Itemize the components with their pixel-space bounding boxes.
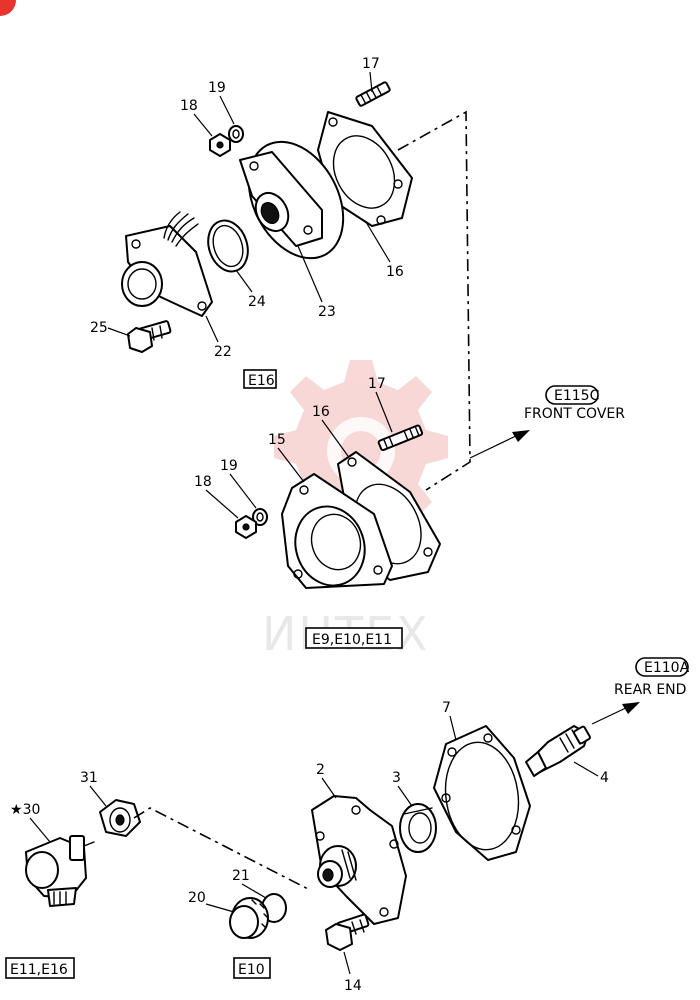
- o-ring-24: [207, 219, 249, 273]
- callout-30: ★30: [10, 802, 40, 818]
- upper-callouts: 17 19 18 16 24 23 25 22: [90, 56, 404, 360]
- callout-15: 15: [268, 432, 286, 448]
- callout-20: 20: [188, 890, 206, 906]
- ref-rear-end: E110A REAR END: [614, 657, 690, 698]
- group-label-e9-e10-e11: E9,E10,E11: [305, 627, 403, 649]
- callout-19-middle: 19: [220, 458, 238, 474]
- housing-2: [311, 795, 407, 925]
- star-icon: ★: [10, 802, 23, 818]
- group-label-e11-e16: E11,E16: [5, 957, 75, 979]
- group-label-e16: E16: [243, 369, 277, 389]
- centerline-lower: [133, 807, 311, 891]
- nut-31: [99, 799, 141, 837]
- callout-23: 23: [318, 304, 336, 320]
- callout-31: 31: [80, 770, 98, 786]
- lower-callouts: 7 2 3 4 31 ★30 21 20 14: [10, 700, 609, 994]
- callout-2: 2: [316, 762, 325, 778]
- callout-16-middle: 16: [312, 404, 330, 420]
- callout-17-upper: 17: [362, 56, 380, 72]
- callout-4: 4: [600, 770, 609, 786]
- centerline-upper: [397, 110, 471, 491]
- corner-badge: [0, 0, 16, 16]
- callout-19-upper: 19: [208, 80, 226, 96]
- callout-16-upper: 16: [386, 264, 404, 280]
- middle-callouts: 17 16 15 19 18: [194, 376, 393, 519]
- callout-17-middle: 17: [368, 376, 386, 392]
- fitting-30: [25, 835, 95, 907]
- callout-21: 21: [232, 868, 250, 884]
- gasket-7: [433, 725, 531, 861]
- ref-code-e115c: E115C: [554, 388, 600, 404]
- svg-text:E16: E16: [248, 373, 275, 389]
- switch-22: [121, 211, 213, 317]
- callout-7: 7: [442, 700, 451, 716]
- bolt-14: [325, 913, 370, 951]
- arrow-front-cover: [469, 430, 530, 459]
- bolt-25: [127, 320, 172, 353]
- callout-25: 25: [90, 320, 108, 336]
- svg-text:E10: E10: [238, 962, 265, 978]
- cover-15: [281, 473, 393, 589]
- ref-code-e110a: E110A: [644, 660, 690, 676]
- ref-front-cover: E115C FRONT COVER: [524, 385, 625, 422]
- seal-3: [399, 803, 437, 853]
- adapter-4: [525, 725, 591, 777]
- ref-text-front-cover: FRONT COVER: [524, 406, 625, 422]
- callout-3: 3: [392, 770, 401, 786]
- ref-text-rear-end: REAR END: [614, 682, 686, 698]
- callout-14: 14: [344, 978, 362, 994]
- callout-18-upper: 18: [180, 98, 198, 114]
- arrow-rear-end: [591, 702, 640, 725]
- callout-24: 24: [248, 294, 266, 310]
- washer-19-middle: [252, 508, 268, 526]
- washer-19-upper: [228, 125, 244, 143]
- callout-18-middle: 18: [194, 474, 212, 490]
- gasket-16-upper: [317, 111, 413, 227]
- nut-18-upper: [209, 133, 231, 157]
- group-label-e10: E10: [233, 957, 271, 979]
- svg-text:E9,E10,E11: E9,E10,E11: [312, 632, 392, 648]
- housing-23: [239, 140, 345, 260]
- callout-22: 22: [214, 344, 232, 360]
- cap-20: [229, 897, 269, 939]
- svg-text:E11,E16: E11,E16: [10, 962, 68, 978]
- nut-18-middle: [235, 515, 257, 539]
- stud-17: [355, 81, 391, 107]
- stud-17-middle: [377, 424, 424, 452]
